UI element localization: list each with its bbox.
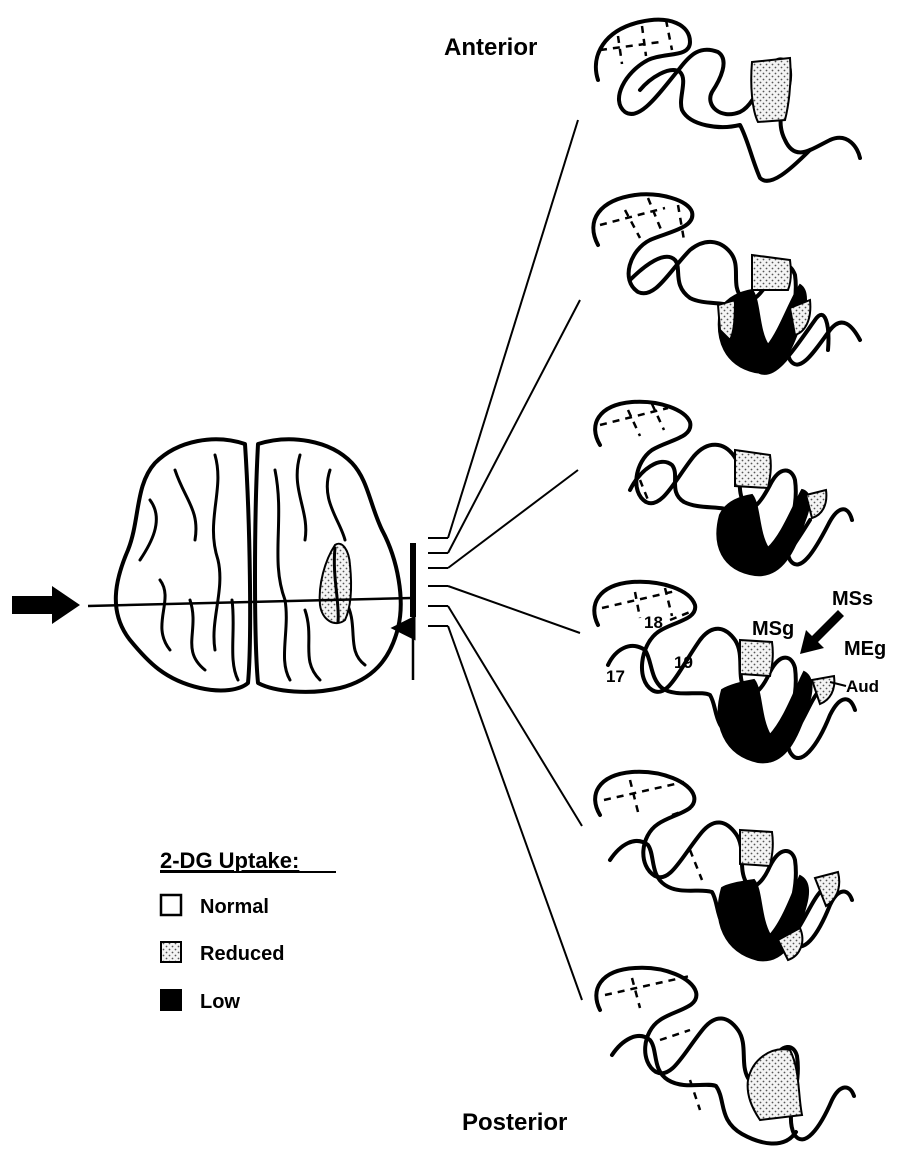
gyrus-line [175,470,196,540]
reduced-patch [815,872,839,906]
legend-label-reduced: Reduced [200,943,284,965]
gyrus-line [327,470,345,540]
area-17-label: 17 [606,667,625,686]
mss-arrow-icon [800,610,844,654]
connector-section-1 [448,120,578,538]
posterior-label: Posterior [462,1109,567,1136]
connector-section-2 [448,300,580,553]
low-patch [719,672,812,762]
reduced-patch [735,450,771,488]
legend: 2-DG Uptake: Normal Reduced Low [160,848,336,1013]
reduced-patch [740,830,773,866]
aud-label: Aud [846,677,879,696]
mss-label: MSs [832,588,873,610]
coronal-section-1 [596,20,860,181]
section-outline [596,20,860,158]
connector-section-4 [448,586,580,633]
section-connectors [428,120,582,1000]
gyrus-line [232,600,238,680]
brain-dorsal-view [12,439,416,692]
gyrus-line [305,610,320,680]
coronal-section-6 [596,968,854,1144]
legend-label-low: Low [200,991,240,1013]
coronal-section-4: 18 19 17 MSg MSs MEg Aud [594,582,886,763]
legend-label-normal: Normal [200,896,269,918]
gyrus-line [275,470,290,680]
coronal-section-2 [593,194,860,373]
section-arrow-icon [12,586,80,624]
legend-swatch-low [161,990,181,1010]
reduced-patch [806,490,826,518]
connector-section-3 [448,470,578,568]
reduced-patch [748,1049,802,1120]
section-range-bar [410,543,416,617]
gyrus-line [213,455,219,650]
reduced-patch [812,676,834,704]
connector-section-5 [448,606,582,826]
legend-title: 2-DG Uptake: [160,848,299,873]
coronal-section-5 [595,772,852,961]
reduced-patch [740,640,773,676]
gyrus-line [297,455,306,540]
msg-label: MSg [752,618,794,640]
reduced-patch [751,58,790,122]
gyrus-line [160,580,170,650]
legend-swatch-normal [161,895,181,915]
anterior-label: Anterior [444,34,537,61]
gyrus-line [190,600,205,670]
left-hemisphere [116,439,250,690]
legend-swatch-reduced [161,942,181,962]
area-18-label: 18 [644,613,663,632]
area-19-label: 19 [674,653,693,672]
coronal-section-3 [595,402,852,575]
reduced-patch [752,255,791,290]
meg-label: MEg [844,638,886,660]
gyrus-line [140,500,156,560]
connector-section-6 [448,626,582,1000]
